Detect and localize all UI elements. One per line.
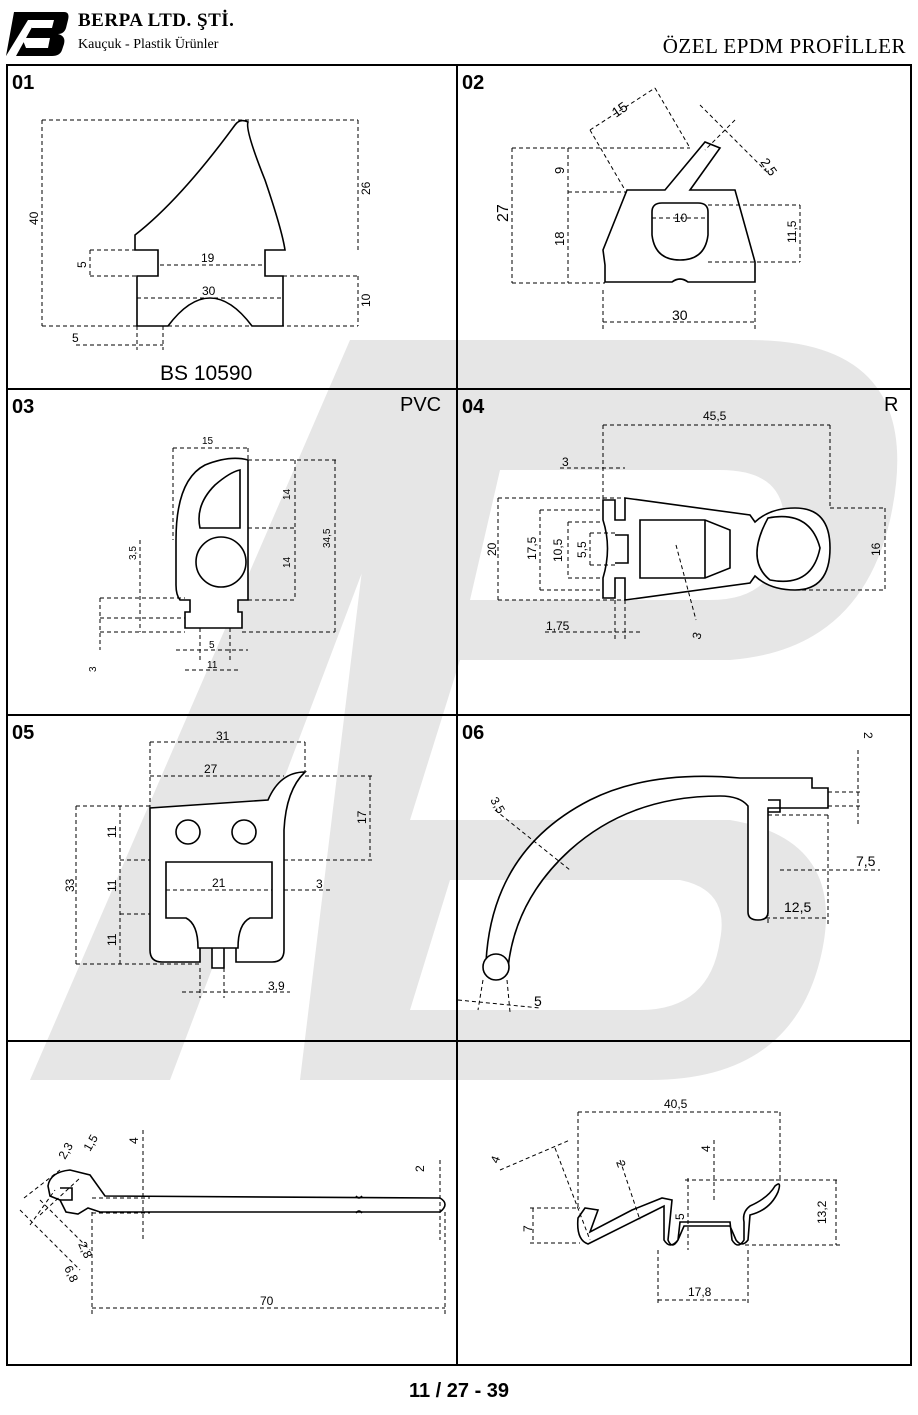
dim-05-height-11-top: 11 bbox=[105, 825, 119, 838]
profile-02-drawing: 27 15 2,5 9 18 10 11,5 30 bbox=[495, 87, 801, 330]
company-tagline: Kauçuk - Plastik Ürünler bbox=[78, 37, 219, 52]
dim-07-height-2: 2 bbox=[413, 1165, 427, 1172]
dim-03-width-11: 11 bbox=[207, 660, 218, 671]
dim-02-height-11-5: 11,5 bbox=[785, 220, 799, 243]
profile-tag-r: R bbox=[884, 394, 899, 416]
dim-02-width-10: 10 bbox=[674, 211, 688, 225]
dim-04-height-10-5: 10,5 bbox=[551, 538, 565, 562]
dim-04-height-17-5: 17,5 bbox=[525, 536, 539, 560]
page-number: 11 / 27 - 39 bbox=[408, 1380, 510, 1402]
dim-04-width-45-5: 45,5 bbox=[703, 409, 727, 423]
profile-03-drawing: 15 14 14 34,5 3,5 3 5 11 bbox=[88, 436, 338, 672]
dim-05-height-11-bottom: 11 bbox=[105, 933, 119, 946]
dim-01-height-10: 10 bbox=[359, 293, 373, 307]
dim-04-width-3: 3 bbox=[562, 455, 569, 469]
standard-label: BS 10590 bbox=[160, 362, 253, 385]
dim-05-width-21: 21 bbox=[212, 876, 226, 890]
dim-02-height-18: 18 bbox=[552, 232, 567, 246]
dim-06-thickness-3-5: 3,5 bbox=[487, 795, 508, 817]
dim-04-width-1-75: 1,75 bbox=[546, 619, 570, 633]
dim-08-width-40-5: 40,5 bbox=[664, 1097, 688, 1111]
dim-05-width-27: 27 bbox=[204, 762, 218, 776]
dim-03-width-5: 5 bbox=[209, 640, 215, 651]
dim-02-width-30: 30 bbox=[672, 307, 688, 323]
profile-05-drawing: 31 27 17 11 11 11 33 21 3 3,9 bbox=[63, 729, 372, 998]
dim-03-height-3-5: 3,5 bbox=[128, 546, 139, 560]
profile-number-01: 01 bbox=[12, 72, 35, 94]
dim-02-diag-15: 15 bbox=[609, 98, 631, 120]
dim-05-width-31: 31 bbox=[216, 729, 230, 743]
profile-07-drawing: 2,3 1,5 4 2 2,8 6,8 70 bbox=[19, 1130, 446, 1315]
dim-01-height-40: 40 bbox=[27, 211, 41, 225]
profile-06-drawing: 2 3,5 7,5 12,5 5 bbox=[457, 732, 880, 1013]
dim-05-width-3-9: 3,9 bbox=[268, 979, 285, 993]
dim-03-height-14-bottom: 14 bbox=[282, 556, 293, 568]
dim-03-height-14-top: 14 bbox=[282, 488, 293, 500]
dim-01-width-30: 30 bbox=[202, 284, 216, 298]
dim-08-height-5: 5 bbox=[673, 1213, 687, 1220]
profile-04-drawing: 45,5 3 20 17,5 10,5 5,5 16 1,75 3 bbox=[485, 409, 886, 641]
dim-04-height-16: 16 bbox=[869, 542, 883, 556]
dim-04-height-20: 20 bbox=[485, 542, 499, 556]
dim-02-height-9: 9 bbox=[552, 167, 567, 174]
dim-03-width-15: 15 bbox=[202, 436, 214, 447]
profile-number-06: 06 bbox=[462, 722, 485, 744]
dim-08-diag-2: 2 bbox=[613, 1158, 629, 1169]
dim-08-height-4: 4 bbox=[699, 1145, 713, 1152]
dim-07-height-4: 4 bbox=[127, 1137, 141, 1144]
dim-04-thickness-3: 3 bbox=[689, 630, 704, 640]
dim-07-diag-2-8: 2,8 bbox=[75, 1239, 95, 1260]
dim-06-width-12-5: 12,5 bbox=[784, 899, 811, 915]
dim-08-height-13-2: 13,2 bbox=[815, 1200, 829, 1224]
dim-03-height-34-5: 34,5 bbox=[322, 528, 333, 548]
dim-05-width-3: 3 bbox=[316, 877, 323, 891]
dim-04-height-5-5: 5,5 bbox=[575, 541, 589, 558]
profile-number-04: 04 bbox=[462, 396, 485, 418]
dim-06-width-7-5: 7,5 bbox=[856, 853, 876, 869]
dim-01-width-5: 5 bbox=[72, 331, 79, 345]
dim-01-width-19: 19 bbox=[201, 251, 215, 265]
dim-03-height-3: 3 bbox=[88, 666, 99, 672]
company-name: BERPA LTD. ŞTİ. bbox=[78, 10, 235, 31]
dim-08-width-17-8: 17,8 bbox=[688, 1285, 712, 1299]
dim-07-diag-2-3: 2,3 bbox=[55, 1140, 76, 1162]
dim-01-height-26: 26 bbox=[359, 181, 373, 195]
dim-05-height-33: 33 bbox=[63, 878, 77, 892]
dim-01-height-5: 5 bbox=[75, 261, 89, 268]
grid-divider-row-3 bbox=[6, 1040, 912, 1042]
dim-05-height-11-mid: 11 bbox=[105, 879, 119, 892]
dim-06-diameter-5: 5 bbox=[534, 993, 542, 1009]
dim-08-diag-4: 4 bbox=[488, 1154, 504, 1165]
dim-07-diag-1-5: 1,5 bbox=[80, 1132, 101, 1154]
profile-08-drawing: 40,5 4 4 2 7 5 13,2 17,8 bbox=[488, 1097, 840, 1305]
document-title: ÖZEL EPDM PROFİLLER bbox=[662, 34, 906, 58]
material-tag-pvc: PVC bbox=[400, 394, 442, 416]
profile-number-05: 05 bbox=[12, 722, 35, 744]
dim-06-height-2: 2 bbox=[861, 732, 875, 739]
grid-divider-row-2 bbox=[6, 714, 912, 716]
dim-08-height-7: 7 bbox=[521, 1225, 535, 1232]
grid-divider-row-1 bbox=[6, 388, 912, 390]
profile-01-drawing: 40 26 19 5 30 10 5 bbox=[27, 119, 373, 350]
dim-07-diag-6-8: 6,8 bbox=[61, 1263, 81, 1284]
dim-07-width-70: 70 bbox=[260, 1294, 274, 1308]
dim-05-height-17: 17 bbox=[355, 810, 369, 824]
page-header: BERPA LTD. ŞTİ. Kauçuk - Plastik Ürünler… bbox=[0, 0, 918, 64]
dim-02-height-27: 27 bbox=[495, 204, 512, 222]
dim-02-diag-2-5: 2,5 bbox=[758, 155, 781, 178]
berpa-logo-icon bbox=[6, 12, 69, 56]
profile-number-02: 02 bbox=[462, 72, 485, 94]
profile-number-03: 03 bbox=[12, 396, 35, 418]
